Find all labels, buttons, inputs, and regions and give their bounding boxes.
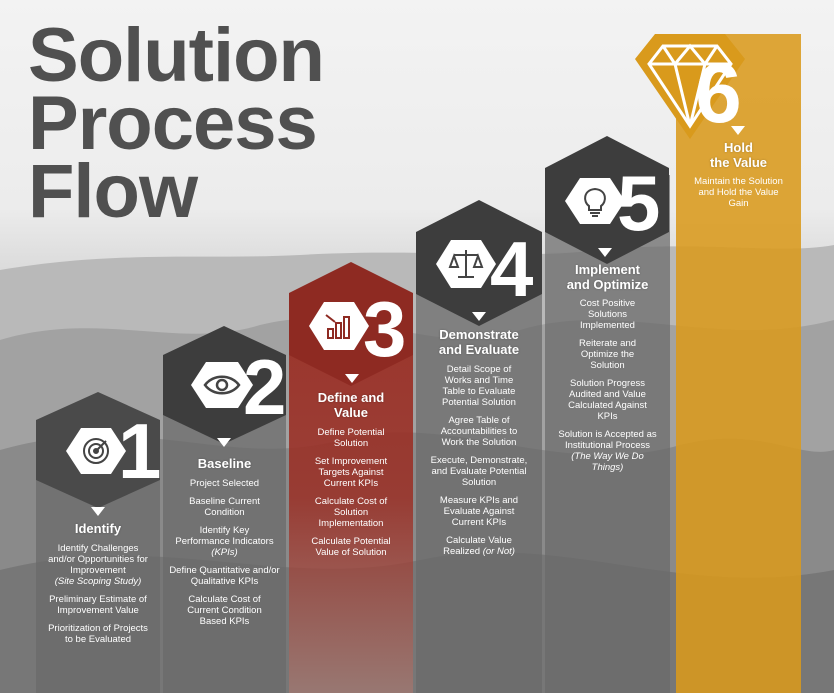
step-3-item: Calculate Potential Value of Solution	[311, 536, 391, 558]
step-4-item: Execute, Demonstrate, and Evaluate Poten…	[430, 455, 528, 488]
step-3-item: Define Potential Solution	[317, 427, 385, 449]
bar-chart-icon	[325, 314, 350, 339]
step-6-number: 6	[695, 46, 742, 140]
step-3-heading: Define and Value	[289, 390, 413, 420]
page-title: Solution Process Flow	[28, 13, 325, 234]
step-6-band	[676, 34, 801, 693]
title-line-3: Flow	[28, 149, 198, 234]
step-4-number: 4	[490, 225, 534, 313]
eye-icon	[203, 375, 241, 395]
step-4-heading-line-2: and Evaluate	[438, 342, 520, 357]
step-3-item: Calculate Cost of Solution Implementatio…	[314, 496, 388, 529]
step-2-number: 2	[243, 343, 287, 431]
step-3-items: Define Potential Solution Set Improvemen…	[289, 427, 413, 565]
step-4-heading-line-1: Demonstrate	[439, 327, 519, 342]
step-3-item: Set Improvement Targets Against Current …	[314, 456, 388, 489]
step-1-item-note: (Site Scoping Study)	[54, 576, 142, 587]
step-5-item-note: (The Way We Do Things)	[571, 451, 644, 473]
step-5-item-text: Solution is Accepted as Institutional Pr…	[558, 429, 657, 451]
step-2-item: Project Selected	[189, 478, 260, 489]
step-1-item: Preliminary Estimate of Improvement Valu…	[49, 594, 147, 616]
step-2-item: Identify Key Performance Indicators (KPI…	[163, 525, 286, 558]
step-5-heading: Implement and Optimize	[545, 262, 670, 292]
title-line-2: Process	[28, 81, 318, 166]
step-5-heading-line-1: Implement	[574, 262, 640, 277]
step-5-item: Solution is Accepted as Institutional Pr…	[545, 429, 670, 473]
step-6-item: Maintain the Solution and Hold the Value…	[694, 176, 783, 209]
step-5-item: Solution Progress Audited and Value Calc…	[568, 378, 647, 422]
step-3-heading-line-2: Value	[334, 405, 368, 420]
step-1-heading: Identify	[36, 521, 160, 536]
step-4-item: Calculate Value Realized (or Not)	[416, 535, 542, 557]
title-line-1: Solution	[28, 13, 325, 98]
step-2-item: Calculate Cost of Current Condition Base…	[187, 594, 262, 627]
step-2-heading: Baseline	[163, 456, 286, 471]
step-4-item: Measure KPIs and Evaluate Against Curren…	[439, 495, 519, 528]
scales-icon	[448, 250, 484, 278]
step-4-item-note: (or Not)	[482, 546, 515, 557]
step-4-heading: Demonstrate and Evaluate	[416, 327, 542, 357]
step-2-item-note: (KPIs)	[211, 547, 238, 558]
step-5-number: 5	[617, 159, 661, 247]
step-1-number: 1	[118, 407, 162, 495]
step-2-items: Project Selected Baseline Current Condit…	[163, 478, 286, 634]
step-4-item-text: Calculate Value Realized	[443, 535, 512, 557]
step-4-item: Agree Table of Accountabilities to Work …	[440, 415, 518, 448]
step-1-hexagon-badge: 1	[36, 392, 162, 508]
step-5-heading-line-2: and Optimize	[566, 277, 649, 292]
step-6-arrow	[731, 126, 745, 135]
step-1-item-text: Identify Challenges and/or Opportunities…	[48, 543, 148, 576]
step-1-item: Prioritization of Projects to be Evaluat…	[48, 623, 148, 645]
lightbulb-icon	[584, 187, 606, 217]
step-5-items: Cost Positive Solutions Implemented Reit…	[545, 298, 670, 480]
step-1-heading-line-1: Identify	[74, 521, 122, 536]
step-6-diamond-badge: 6	[635, 34, 745, 144]
step-3-heading-line-1: Define and	[317, 390, 385, 405]
step-1-arrow	[91, 507, 105, 516]
step-5-arrow	[598, 248, 612, 257]
step-1-items: Identify Challenges and/or Opportunities…	[36, 543, 160, 652]
step-2-item: Define Quantitative and/or Qualitative K…	[169, 565, 280, 587]
step-5-hexagon-badge: 5	[545, 136, 670, 264]
step-4-hexagon-badge: 4	[416, 200, 542, 326]
diamond-icon	[647, 43, 733, 129]
step-6-heading-line-2: the Value	[709, 155, 768, 170]
step-6-heading: Hold the Value	[676, 140, 801, 170]
target-icon	[83, 438, 109, 464]
step-3-arrow	[345, 374, 359, 383]
step-1-item: Identify Challenges and/or Opportunities…	[36, 543, 160, 587]
step-3-number: 3	[363, 285, 407, 373]
step-6-heading-line-1: Hold	[724, 140, 753, 155]
step-4-items: Detail Scope of Works and Time Table to …	[416, 364, 542, 564]
step-6-items: Maintain the Solution and Hold the Value…	[676, 176, 801, 216]
step-2-hexagon-badge: 2	[163, 326, 286, 444]
step-3-hexagon-badge: 3	[289, 262, 413, 386]
step-2-item-text: Identify Key Performance Indicators	[175, 525, 274, 547]
step-2-item: Baseline Current Condition	[189, 496, 260, 518]
step-5-item: Cost Positive Solutions Implemented	[579, 298, 636, 331]
step-2-heading-line-1: Baseline	[197, 456, 252, 471]
step-2-arrow	[217, 438, 231, 447]
step-4-arrow	[472, 312, 486, 321]
step-4-item: Detail Scope of Works and Time Table to …	[442, 364, 516, 408]
step-5-item: Reiterate and Optimize the Solution	[578, 338, 637, 371]
